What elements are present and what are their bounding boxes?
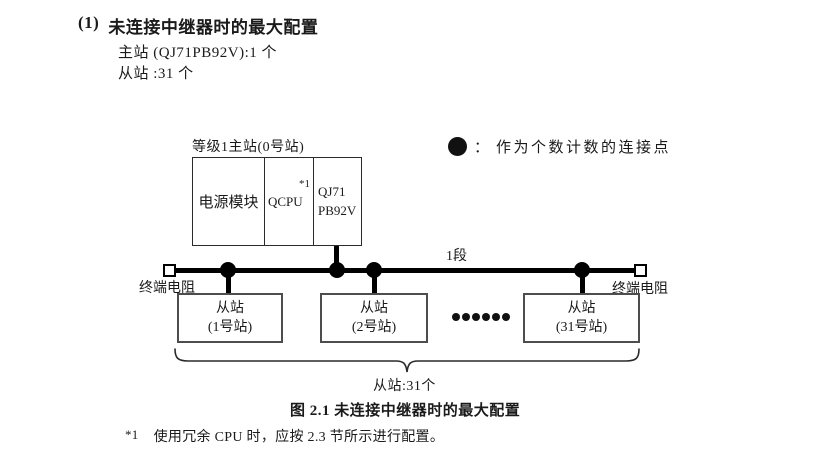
ellipsis-dot-icon <box>492 313 500 321</box>
footnote-marker: *1 <box>125 427 139 442</box>
ellipsis-dot-icon <box>452 313 460 321</box>
qj71pb92v-cell: QJ71 PB92V <box>314 158 361 245</box>
slave2-line2: (2号站) <box>351 320 397 335</box>
pb92v-label-line1: QJ71 <box>318 183 346 199</box>
footnote-text: 使用冗余 CPU 时，应按 2.3 节所示进行配置。 <box>153 430 445 445</box>
pb92v-label-line2: PB92V <box>318 202 357 218</box>
spec-master-station: 主站 (QJ71PB92V):1 个 <box>118 45 278 61</box>
ellipsis-dot-icon <box>472 313 480 321</box>
drop-line-slave1 <box>226 270 231 294</box>
slave31-line1: 从站 <box>567 301 596 316</box>
master-station-label: 等级1主站(0号站) <box>192 140 305 155</box>
terminator-square-right-icon <box>634 264 647 277</box>
legend-label: 作为个数计数的连接点 <box>496 140 672 156</box>
qcpu-footnote-ref: *1 <box>299 178 310 190</box>
qcpu-label: QCPU <box>268 193 303 209</box>
legend-separator: ： <box>474 140 490 156</box>
slave-box-1: 从站 (1号站) <box>177 293 283 343</box>
ellipsis-dot-icon <box>482 313 490 321</box>
figure-caption: 图 2.1 未连接中继器时的最大配置 <box>290 403 521 419</box>
connection-dot-slave31-icon <box>574 262 590 278</box>
bus-line <box>176 268 634 273</box>
footnote: *1 使用冗余 CPU 时，应按 2.3 节所示进行配置。 <box>125 426 444 446</box>
slave1-line1: 从站 <box>216 301 244 316</box>
underbrace <box>174 348 640 373</box>
section-title: 未连接中继器时的最大配置 <box>108 18 319 37</box>
section-number: (1) <box>78 13 100 32</box>
master-station-box: 电源模块 *1 QCPU QJ71 PB92V <box>192 157 362 246</box>
slave2-line1: 从站 <box>360 301 388 316</box>
power-module-cell: 电源模块 <box>193 158 265 245</box>
terminator-label-left: 终端电阻 <box>139 281 195 296</box>
terminator-square-left-icon <box>163 264 176 277</box>
brace-label: 从站:31个 <box>373 379 436 394</box>
legend: ： 作为个数计数的连接点 <box>448 136 671 157</box>
ellipsis-dot-icon <box>502 313 510 321</box>
ellipsis-dots <box>452 313 510 321</box>
connection-point-dot-icon <box>448 137 467 156</box>
segment-label: 1段 <box>446 249 467 264</box>
connection-dot-slave1-icon <box>220 262 236 278</box>
connection-dot-slave2-icon <box>366 262 382 278</box>
spec-slave-stations: 从站 :31 个 <box>118 66 194 82</box>
drop-line-master <box>334 246 339 270</box>
slave1-line2: (1号站) <box>207 320 253 335</box>
slave31-line2: (31号站) <box>555 320 608 335</box>
slave-box-31: 从站 (31号站) <box>523 293 640 343</box>
drop-line-slave2 <box>372 270 377 294</box>
section-heading: (1) 未连接中继器时的最大配置 <box>78 13 318 38</box>
qcpu-cell: *1 QCPU <box>265 158 314 245</box>
connection-dot-master-icon <box>329 262 345 278</box>
ellipsis-dot-icon <box>462 313 470 321</box>
slave-box-2: 从站 (2号站) <box>320 293 428 343</box>
drop-line-slave31 <box>580 270 585 294</box>
